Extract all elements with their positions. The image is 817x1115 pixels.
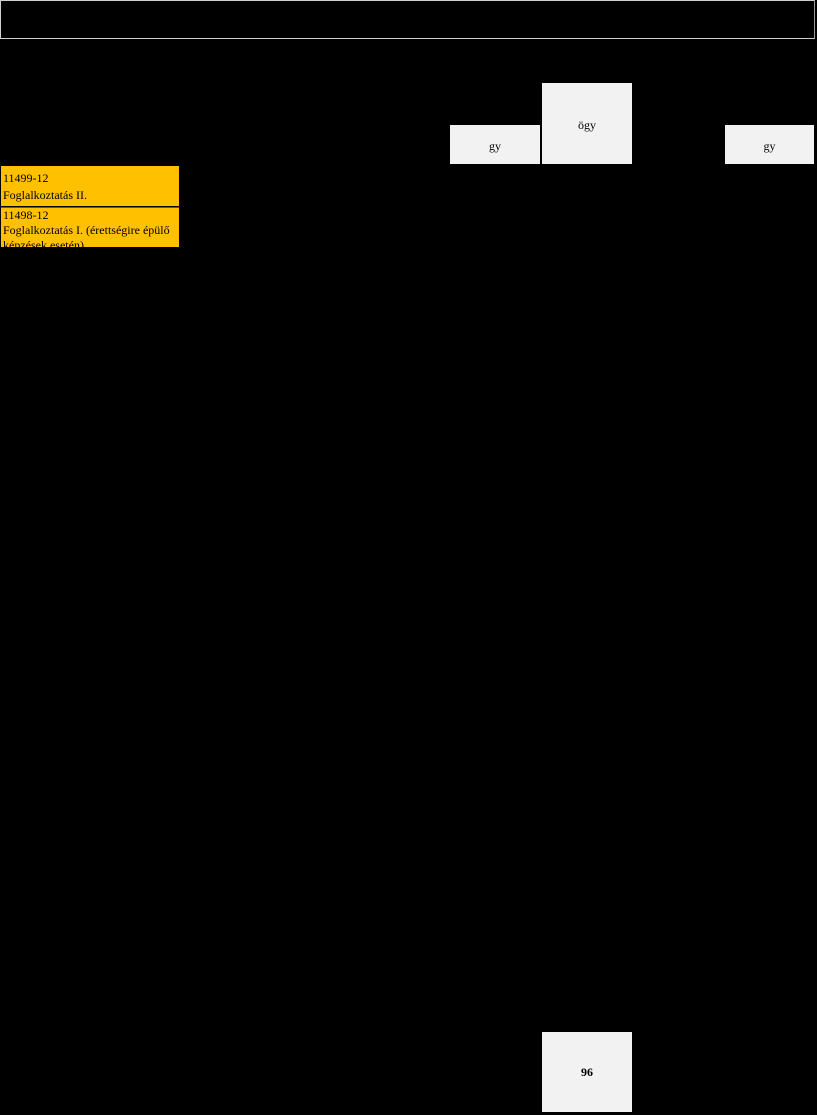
top-header-bar: [0, 0, 815, 39]
module-code: 11498-12: [3, 208, 49, 222]
header-cell-gy-1: gy: [450, 125, 540, 164]
header-cell-ogy-label: ögy: [578, 118, 596, 132]
header-cell-gy-1-label: gy: [489, 139, 501, 153]
header-cell-gy-2-label: gy: [763, 139, 776, 153]
module-name: Foglalkoztatás II.: [3, 188, 87, 202]
header-cell-ogy: ögy: [542, 83, 632, 164]
module-name: Foglalkoztatás I. (érettségire épülő kép…: [3, 223, 170, 247]
module-row-11498-12: 11498-12 Foglalkoztatás I. (érettségire …: [1, 207, 179, 247]
header-cell-gy-2: gy: [725, 125, 814, 164]
module-code: 11499-12: [3, 171, 49, 185]
total-value: 96: [581, 1065, 593, 1079]
module-row-11499-12: 11499-12 Foglalkoztatás II.: [1, 166, 179, 206]
total-cell: 96: [542, 1032, 632, 1112]
